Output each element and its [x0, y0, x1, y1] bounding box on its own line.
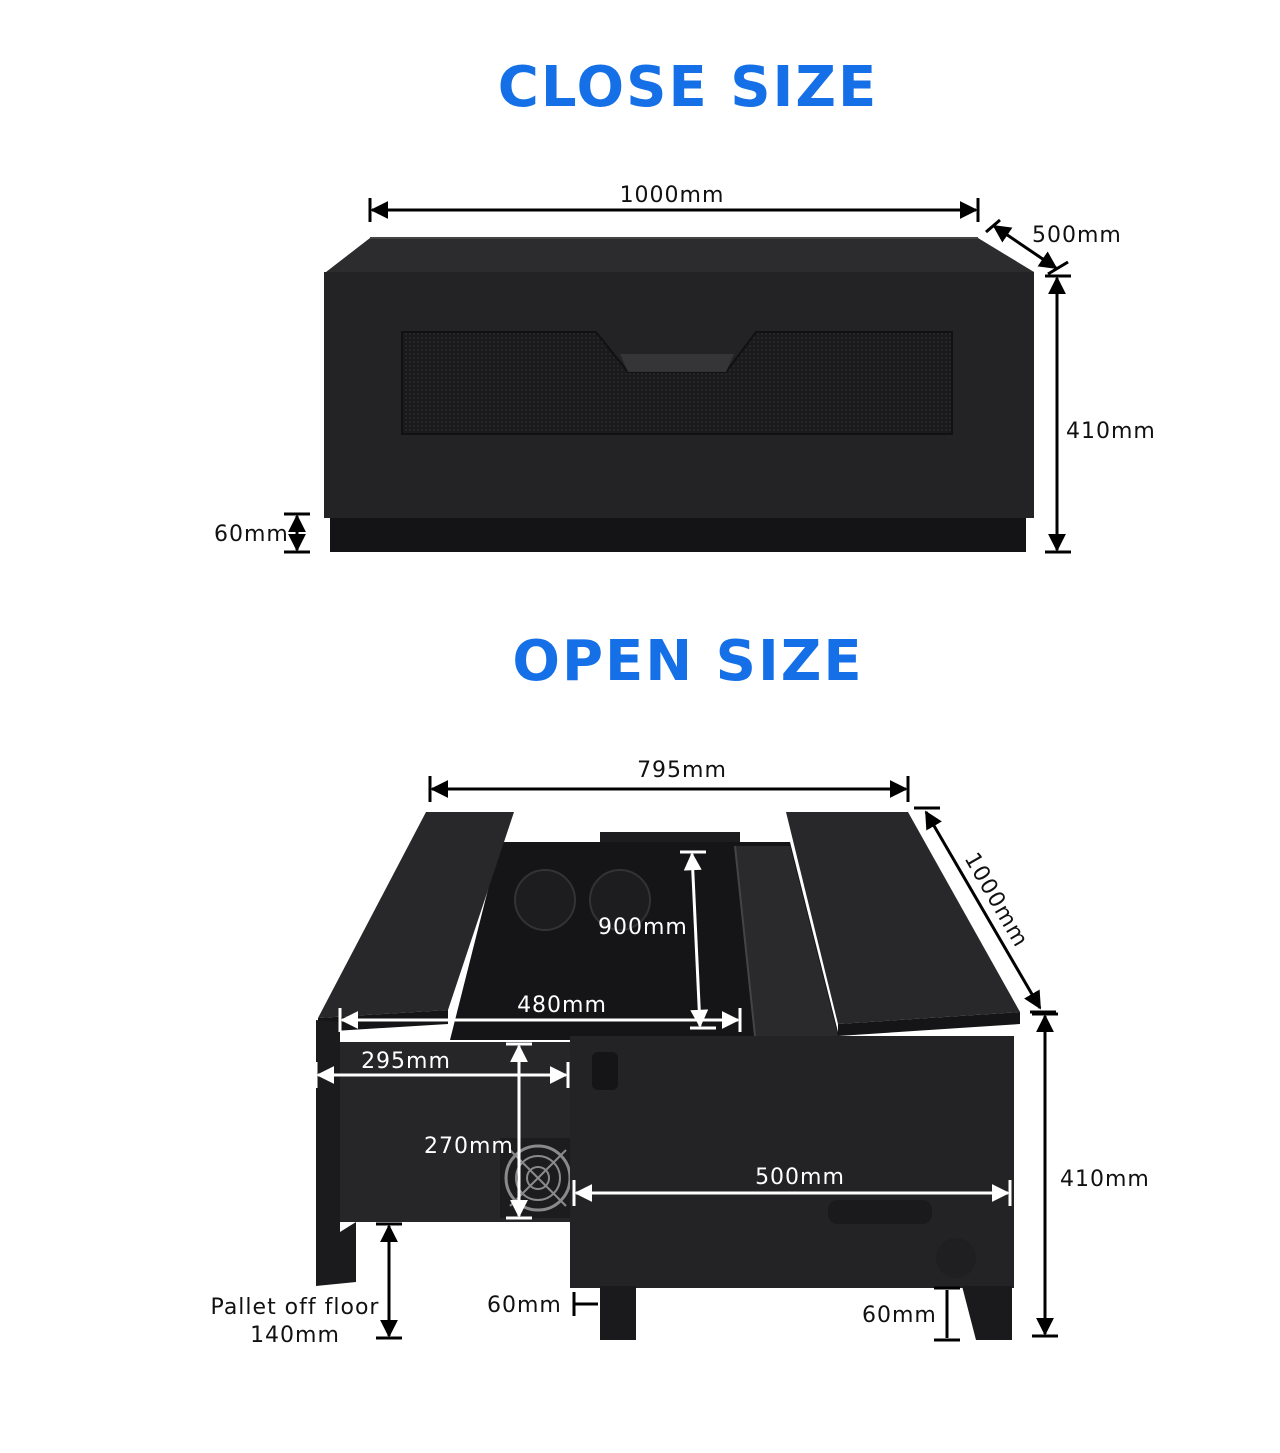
left-lid — [318, 812, 514, 1018]
close-width-dimension: 1000mm — [368, 183, 980, 222]
open-main-width-label: 500mm — [755, 1165, 845, 1190]
open-inner-depth-label: 900mm — [598, 915, 688, 940]
open-side-height-label: 270mm — [424, 1134, 514, 1159]
open-main-width-dimension: 500mm — [572, 1165, 1012, 1206]
open-top-width-label: 795mm — [637, 758, 727, 783]
close-height-dimension: 410mm — [1045, 274, 1156, 554]
open-top-width-dimension: 795mm — [428, 758, 910, 802]
pallet-label-line2: 140mm — [250, 1323, 340, 1348]
open-inner-width-label: 480mm — [517, 993, 607, 1018]
open-height-dimension: 410mm — [1032, 1012, 1150, 1338]
right-foot — [962, 1286, 1012, 1340]
front-grille — [401, 331, 953, 435]
open-size-title: OPEN SIZE — [512, 629, 863, 694]
close-depth-dimension: 500mm — [985, 218, 1122, 276]
left-foot — [600, 1286, 636, 1340]
left-foot-label: 60mm — [487, 1293, 562, 1318]
close-base-label: 60mm — [214, 522, 289, 547]
closed-cabinet — [324, 237, 1034, 552]
pallet-clearance-dimension: Pallet off floor 140mm — [211, 1222, 402, 1348]
right-foot-label: 60mm — [862, 1303, 937, 1328]
open-height-label: 410mm — [1060, 1167, 1150, 1192]
close-size-title: CLOSE SIZE — [498, 55, 879, 120]
open-side-height-dimension: 270mm — [424, 1042, 532, 1220]
close-height-label: 410mm — [1066, 419, 1156, 444]
close-depth-label: 500mm — [1032, 223, 1122, 248]
right-foot-dimension: 60mm — [862, 1286, 960, 1342]
open-inner-width-dimension: 480mm — [338, 993, 742, 1032]
left-foot-dimension: 60mm — [487, 1292, 598, 1318]
close-base-dimension: 60mm — [214, 512, 310, 554]
pallet-label-line1: Pallet off floor — [211, 1295, 380, 1320]
close-width-label: 1000mm — [620, 183, 725, 208]
open-side-width-label: 295mm — [361, 1049, 451, 1074]
